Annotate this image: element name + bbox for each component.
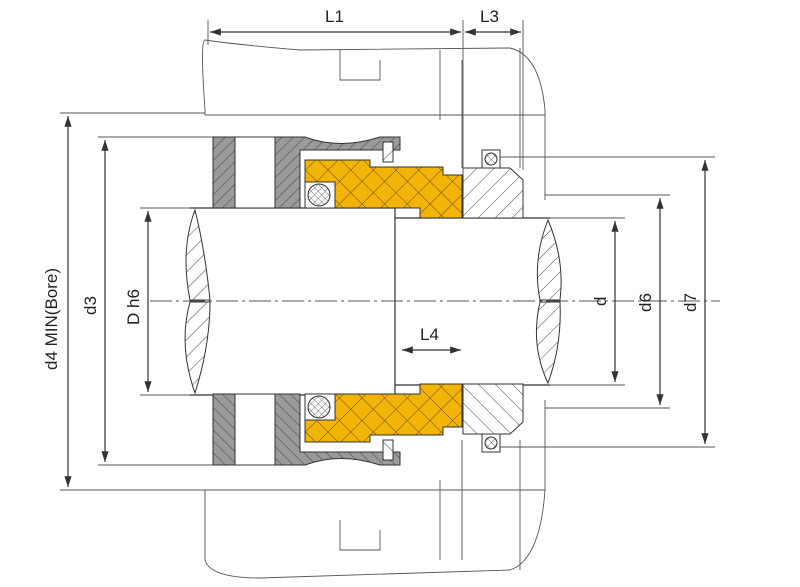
- label-Dh6: D h6: [124, 289, 143, 325]
- dimensions: [60, 20, 715, 491]
- shaft: [184, 207, 562, 396]
- label-L1: L1: [325, 7, 344, 26]
- seal-upper-half: [212, 136, 524, 219]
- label-d6: d6: [636, 293, 655, 312]
- label-L4: L4: [420, 325, 439, 344]
- label-d4: d4 MIN(Bore): [42, 268, 61, 370]
- seal-lower-half: [212, 383, 524, 466]
- label-d: d: [591, 297, 610, 306]
- housing: [202, 39, 546, 579]
- label-L3: L3: [480, 7, 499, 26]
- label-d3: d3: [81, 296, 100, 315]
- label-d7: d7: [681, 293, 700, 312]
